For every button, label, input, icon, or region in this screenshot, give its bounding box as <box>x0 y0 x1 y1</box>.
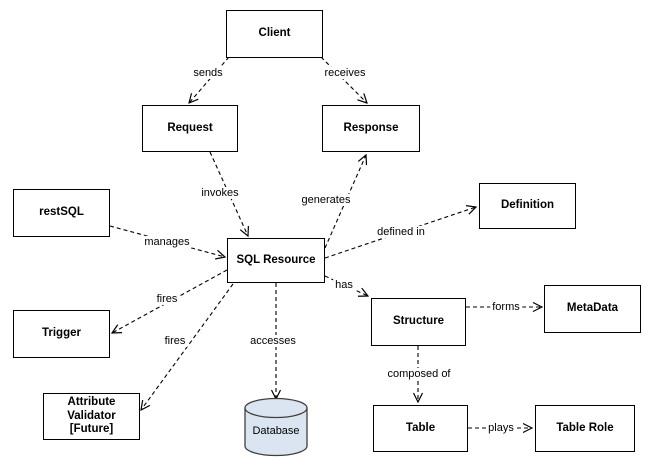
edge-label-invokes: invokes <box>199 186 241 200</box>
edge-invokes-line <box>209 151 248 236</box>
node-database-label: Database <box>252 425 300 437</box>
node-attribute-validator: Attribute Validator [Future] <box>43 393 140 440</box>
edge-label-plays: plays <box>486 421 516 435</box>
node-restsql: restSQL <box>13 189 110 237</box>
edge-label-defined-in: defined in <box>375 225 427 239</box>
edge-receives-line <box>320 56 367 103</box>
node-metadata: MetaData <box>544 285 641 333</box>
node-sql-resource: SQL Resource <box>227 238 325 283</box>
node-structure: Structure <box>371 298 466 346</box>
edge-sends-line <box>189 56 230 103</box>
node-client: Client <box>226 10 323 58</box>
node-response: Response <box>322 105 420 152</box>
node-request: Request <box>142 105 238 152</box>
edge-label-generates: generates <box>299 193 353 207</box>
node-table: Table <box>373 405 468 452</box>
edge-label-forms: forms <box>490 300 522 314</box>
node-definition: Definition <box>479 183 576 229</box>
edge-label-receives: receives <box>322 66 368 80</box>
edge-label-sends: sends <box>191 66 225 80</box>
edge-label-has: has <box>333 278 355 292</box>
edge-label-fires-validator: fires <box>162 334 188 348</box>
node-trigger: Trigger <box>13 310 110 358</box>
edge-label-accesses: accesses <box>248 334 298 348</box>
edge-label-manages: manages <box>142 235 192 249</box>
node-table-role: Table Role <box>535 405 635 452</box>
database-cylinder-icon <box>244 397 308 457</box>
edge-label-fires-trigger: fires <box>154 292 180 306</box>
edge-label-composed-of: composed of <box>385 367 453 381</box>
